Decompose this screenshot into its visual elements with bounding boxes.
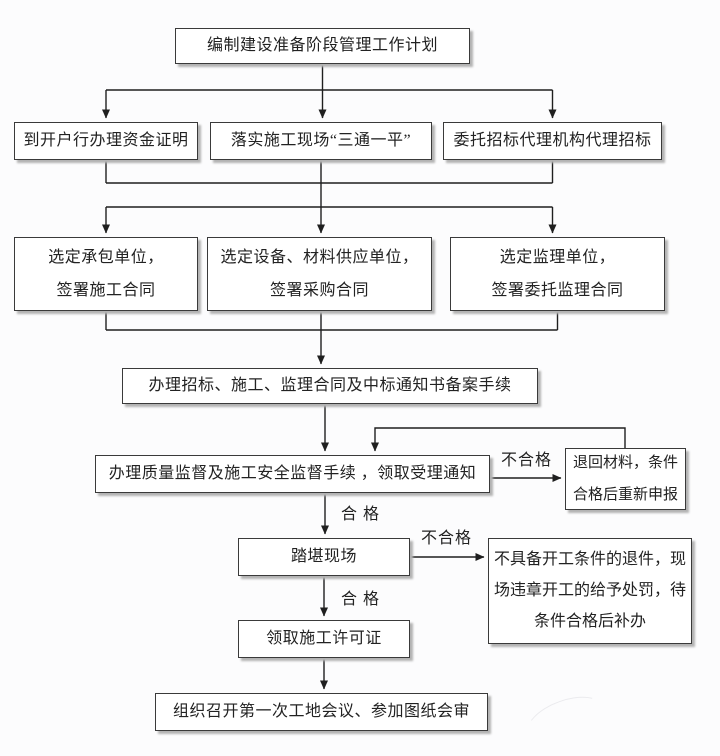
connector-row2-to-row3 [102,160,557,234]
node-plan: 编制建设准备阶段管理工作计划 [175,28,470,64]
node-supervision-unit-line1: 选定监理单位， [499,248,616,266]
connector-row3-to-filing [105,311,559,365]
node-supervision-unit: 选定监理单位， 签署委托监理合同 [450,237,665,311]
node-first-site-meeting-label: 组织召开第一次工地会议、参加图纸会审 [172,703,470,720]
node-supplier-line1: 选定设备、材料供应单位， [220,248,419,266]
node-supplier-line2: 签署采购合同 [269,281,369,299]
faint-watermark [520,687,612,755]
node-quality-supervision-label: 办理质量监督及施工安全监督手续 ，领取受理通知 [108,465,477,482]
edge-label-fail-quality: 不合格 [501,452,553,469]
node-fund-certificate: 到开户行办理资金证明 [14,122,198,160]
connector-plan-to-row2 [102,64,557,119]
node-resubmit-line1: 退回材料，条件 [572,454,678,471]
edge-label-pass-quality: 合 格 [341,506,381,523]
node-bidding-agency: 委托招标代理机构代理招标 [443,122,662,160]
node-site-preparation: 落实施工现场“三通一平” [210,122,432,160]
node-contractor-line2: 签署施工合同 [56,281,156,299]
node-construction-permit-label: 领取施工许可证 [266,630,382,647]
node-site-inspection: 踏堪现场 [238,538,410,576]
node-resubmit-line2: 合格后重新申报 [572,486,678,503]
node-contract-filing-label: 办理招标、施工、监理合同及中标通知书备案手续 [148,377,512,394]
node-resubmit: 退回材料，条件 合格后重新申报 [565,448,686,510]
node-supplier: 选定设备、材料供应单位， 签署采购合同 [207,237,432,311]
node-first-site-meeting: 组织召开第一次工地会议、参加图纸会审 [155,693,488,731]
node-site-preparation-label: 落实施工现场“三通一平” [230,132,412,149]
edge-label-pass-inspection: 合 格 [341,591,381,608]
node-construction-permit: 领取施工许可证 [238,620,410,658]
node-bidding-agency-label: 委托招标代理机构代理招标 [453,132,652,149]
node-plan-label: 编制建设准备阶段管理工作计划 [206,37,438,54]
node-site-inspection-label: 踏堪现场 [290,548,357,565]
node-quality-supervision: 办理质量监督及施工安全监督手续 ，领取受理通知 [95,455,490,493]
node-supervision-unit-line2: 签署委托监理合同 [491,281,624,299]
node-contractor: 选定承包单位， 签署施工合同 [14,237,198,311]
node-contractor-line1: 选定承包单位， [48,248,164,266]
node-penalty-line1: 不具备开工条件的退件，现 [493,551,686,568]
node-penalty: 不具备开工条件的退件，现 场违章开工的给予处罚，待 条件合格后补办 [488,538,692,644]
node-penalty-line3: 条件合格后补办 [533,613,646,630]
node-contract-filing: 办理招标、施工、监理合同及中标通知书备案手续 [122,368,538,404]
node-penalty-line2: 场违章开工的给予处罚，待 [493,582,686,599]
edge-label-fail-inspection: 不合格 [421,530,473,547]
node-fund-certificate-label: 到开户行办理资金证明 [23,132,189,149]
